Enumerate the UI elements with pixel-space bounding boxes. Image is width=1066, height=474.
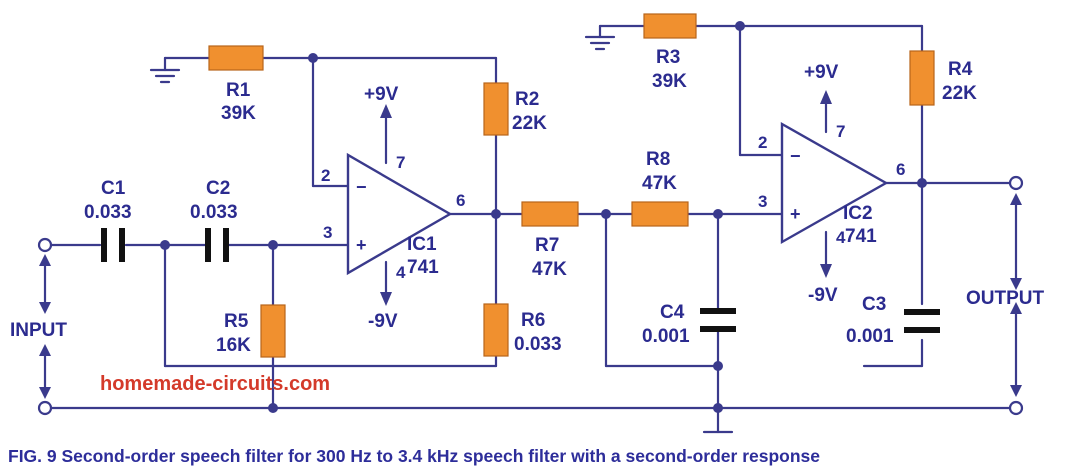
ic1-part: 741 xyxy=(407,257,439,278)
ic1-supply-negative: -9V xyxy=(368,311,398,332)
r4-label: R4 xyxy=(948,59,973,80)
c1-value: 0.033 xyxy=(84,202,132,223)
ic1-pin-3: 3 xyxy=(323,223,332,242)
junctions xyxy=(160,21,927,413)
ic2-pin-6: 6 xyxy=(896,160,905,179)
r4-value: 22K xyxy=(942,83,977,104)
r2-label: R2 xyxy=(515,89,539,110)
c3-value: 0.001 xyxy=(846,326,894,347)
resistor-r2 xyxy=(483,82,509,136)
capacitor-c2 xyxy=(205,228,229,262)
ic2-pin-2: 2 xyxy=(758,133,767,152)
watermark-text: homemade-circuits.com xyxy=(100,373,330,395)
resistor-r5 xyxy=(260,304,286,358)
ic2-pin-7: 7 xyxy=(836,122,845,141)
c2-value: 0.033 xyxy=(190,202,238,223)
resistor-r7 xyxy=(521,201,579,227)
ic2-supply-negative: -9V xyxy=(808,285,838,306)
output-label: OUTPUT xyxy=(966,288,1045,309)
ic1-minus-sign: − xyxy=(356,177,367,197)
r1-label: R1 xyxy=(226,80,251,101)
ic2-label: IC2 xyxy=(843,203,873,224)
ground-symbol-r3 xyxy=(584,35,616,51)
ic2-pin-4: 4 xyxy=(836,228,846,247)
resistor-r3 xyxy=(643,13,697,39)
r5-value: 16K xyxy=(216,335,251,356)
opamp-ic1 xyxy=(346,152,453,276)
ic1-pin-6: 6 xyxy=(456,191,465,210)
output-terminal-top xyxy=(1008,175,1024,191)
resistor-r8 xyxy=(631,201,689,227)
figure-caption: FIG. 9 Second-order speech filter for 30… xyxy=(8,446,820,466)
c4-label: C4 xyxy=(660,302,685,323)
ic2-plus-sign: + xyxy=(790,204,801,224)
output-terminal-bottom xyxy=(1008,400,1024,416)
r3-value: 39K xyxy=(652,71,687,92)
c2-label: C2 xyxy=(206,178,230,199)
capacitor-c3 xyxy=(904,309,940,333)
r7-label: R7 xyxy=(535,235,559,256)
ic1-supply-positive: +9V xyxy=(364,84,399,105)
r1-value: 39K xyxy=(221,103,256,124)
r7-value: 47K xyxy=(532,259,567,280)
input-label: INPUT xyxy=(10,320,67,341)
opamp-ic2 xyxy=(780,121,889,245)
ic1-plus-sign: + xyxy=(356,235,367,255)
ic2-pin-3: 3 xyxy=(758,192,767,211)
c3-label: C3 xyxy=(862,294,886,315)
ic2-minus-sign: − xyxy=(790,146,801,166)
ic1-pin-2: 2 xyxy=(321,166,330,185)
resistor-r4 xyxy=(909,50,935,106)
capacitor-c4 xyxy=(700,308,736,332)
ic1-pin-4: 4 xyxy=(396,263,406,282)
r6-value: 0.033 xyxy=(514,334,562,355)
r8-value: 47K xyxy=(642,173,677,194)
ic2-supply-positive: +9V xyxy=(804,62,839,83)
resistor-r6 xyxy=(483,303,509,357)
c1-label: C1 xyxy=(101,178,126,199)
r8-label: R8 xyxy=(646,149,670,170)
resistor-r1 xyxy=(208,45,264,71)
ic1-pin-7: 7 xyxy=(396,153,405,172)
ground-symbol-r1 xyxy=(149,68,181,84)
c4-value: 0.001 xyxy=(642,326,690,347)
r5-label: R5 xyxy=(224,311,249,332)
r6-label: R6 xyxy=(521,310,545,331)
input-terminal-bottom xyxy=(37,400,53,416)
r3-label: R3 xyxy=(656,47,680,68)
input-terminal-top xyxy=(37,237,53,253)
ic2-part: 741 xyxy=(845,226,877,247)
capacitor-c1 xyxy=(101,228,125,262)
ic1-label: IC1 xyxy=(407,234,437,255)
r2-value: 22K xyxy=(512,113,547,134)
